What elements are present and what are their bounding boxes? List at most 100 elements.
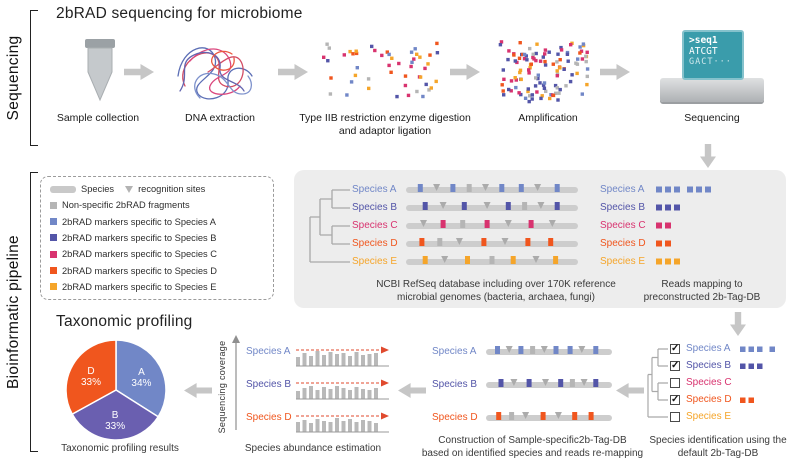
construction-species-label: Species A xyxy=(432,346,477,357)
screen-text-line3: GACT··· xyxy=(689,57,732,67)
coverage-plot-species-d xyxy=(296,412,389,433)
section-label-sequencing: Sequencing xyxy=(5,35,22,121)
identified-reads-species-d xyxy=(740,397,754,403)
bottom-section-title: Taxonomic profiling xyxy=(56,313,193,330)
coverage-axis-label: Sequencing coverage xyxy=(217,340,227,434)
identification-species-label: Species E xyxy=(686,411,732,422)
species-checkbox: ✓ xyxy=(670,394,680,405)
recognition-site-triangle-icon xyxy=(125,185,134,193)
pie-caption: Taxonomic profiling results xyxy=(61,443,179,454)
mapped-reads-species-b xyxy=(656,204,680,211)
genome-bar-species-e xyxy=(406,256,578,265)
sample-tube-icon xyxy=(85,39,115,102)
section-label-bioinformatic: Bioinformatic pipeline xyxy=(5,235,22,389)
svg-text:33%: 33% xyxy=(105,421,125,432)
legend-swatch-species-e xyxy=(50,283,57,291)
screen-text-line2: ATCGT xyxy=(689,46,718,57)
legend-item-label: Non-specific 2bRAD fragments xyxy=(62,200,190,211)
coverage-axis-arrow-icon xyxy=(232,335,240,430)
flow-arrow-down-icon xyxy=(730,312,746,336)
legend-item-label: 2bRAD markers specific to Species B xyxy=(62,232,217,243)
phylogenetic-tree xyxy=(309,189,350,263)
svg-text:A: A xyxy=(138,367,145,378)
legend-item-label: 2bRAD markers specific to Species C xyxy=(62,249,218,260)
mapping-species-label: Species B xyxy=(600,202,646,213)
abundance-species-label: Species A xyxy=(246,346,291,357)
legend-item: 2bRAD markers specific to Species E xyxy=(50,282,264,292)
taxonomic-pie-chart: A34%B33%D33% xyxy=(65,339,167,441)
flow-arrow-right-icon xyxy=(450,64,480,80)
top-section-title: 2bRAD sequencing for microbiome xyxy=(56,5,303,22)
construction-bar-species-a xyxy=(486,346,612,355)
coverage-plot-species-a xyxy=(296,346,389,367)
abundance-species-label: Species D xyxy=(246,412,292,423)
step-label-sequencing: Sequencing xyxy=(684,112,740,124)
abundance-caption: Species abundance estimation xyxy=(244,443,382,454)
identification-species-label: Species D xyxy=(686,394,732,405)
svg-text:B: B xyxy=(112,410,119,421)
legend-item-label: 2bRAD markers specific to Species D xyxy=(62,265,218,276)
identified-reads-species-b xyxy=(740,363,763,369)
sequencer-icon: >seq1 ATCGT GACT··· xyxy=(656,30,768,108)
step-label-digestion-ligation: Type IIB restriction enzyme digestion an… xyxy=(299,112,471,138)
identified-reads-species-a xyxy=(740,346,775,352)
identification-species-label: Species B xyxy=(686,360,732,371)
bioinformatic-bracket xyxy=(30,172,38,452)
legend-swatch-species-d xyxy=(50,267,57,275)
legend-species-word: Species xyxy=(81,184,115,194)
mapping-species-label: Species D xyxy=(600,238,646,249)
genome-bar-species-a xyxy=(406,184,578,193)
svg-text:D: D xyxy=(87,366,94,377)
amplified-fragments-icon xyxy=(498,40,590,104)
legend-swatch-species-b xyxy=(50,234,57,242)
species-genome-bar-icon xyxy=(50,185,76,193)
sequencer-base xyxy=(660,78,764,102)
construction-bar-species-b xyxy=(486,379,612,388)
step-label-dna-extraction: DNA extraction xyxy=(184,112,256,124)
construction-species-label: Species B xyxy=(432,379,478,390)
legend-box: Species recognition sites Non-specific 2… xyxy=(40,176,274,300)
legend-item: 2bRAD markers specific to Species D xyxy=(50,266,264,276)
sequencer-screen: >seq1 ATCGT GACT··· xyxy=(682,30,744,80)
sequencing-bracket xyxy=(30,10,38,146)
svg-text:34%: 34% xyxy=(131,378,151,389)
refseq-caption: NCBI RefSeq database including over 170K… xyxy=(376,279,616,303)
identification-caption: Species identification using the default… xyxy=(649,435,787,459)
identified-reads-species-c xyxy=(740,380,786,388)
species-checkbox: ✓ xyxy=(670,360,680,371)
identification-species-label: Species A xyxy=(686,343,731,354)
flow-arrow-right-icon xyxy=(600,64,630,80)
legend-swatch-species-a xyxy=(50,218,57,226)
construction-caption: Construction of Sample-specific2b-Tag-DB… xyxy=(421,435,644,459)
legend-swatch-species-c xyxy=(50,250,57,258)
identification-tree xyxy=(647,348,668,418)
flow-arrow-right-icon xyxy=(278,64,308,80)
legend-item: 2bRAD markers specific to Species C xyxy=(50,249,264,259)
legend-item-label: 2bRAD markers specific to Species E xyxy=(62,281,217,292)
tree-species-label: Species A xyxy=(352,184,397,195)
construction-bar-species-d xyxy=(486,412,612,421)
tree-species-label: Species E xyxy=(352,256,398,267)
legend-sites-word: recognition sites xyxy=(138,184,206,194)
legend-header-row: Species recognition sites xyxy=(50,184,264,194)
abundance-species-label: Species B xyxy=(246,379,292,390)
species-checkbox xyxy=(670,412,680,422)
mapped-reads-species-c xyxy=(656,222,671,229)
mapping-species-label: Species C xyxy=(600,220,646,231)
legend-item-label: 2bRAD markers specific to Species A xyxy=(62,216,216,227)
digested-fragments-icon xyxy=(322,41,440,99)
mapping-species-label: Species A xyxy=(600,184,645,195)
legend-item: 2bRAD markers specific to Species B xyxy=(50,233,264,243)
reads-mapping-caption: Reads mapping to preconstructed 2b-Tag-D… xyxy=(643,279,761,303)
flow-arrow-left-icon xyxy=(398,383,426,398)
genome-bar-species-d xyxy=(406,238,578,247)
coverage-plot-species-b xyxy=(296,379,389,400)
species-checkbox: ✓ xyxy=(670,343,680,354)
flow-arrow-down-icon xyxy=(700,144,716,168)
flow-arrow-left-icon xyxy=(616,383,644,398)
identification-species-label: Species C xyxy=(686,377,732,388)
legend-swatch-gray xyxy=(50,201,57,209)
mapped-reads-species-e xyxy=(656,258,680,265)
legend-item: 2bRAD markers specific to Species A xyxy=(50,217,264,227)
